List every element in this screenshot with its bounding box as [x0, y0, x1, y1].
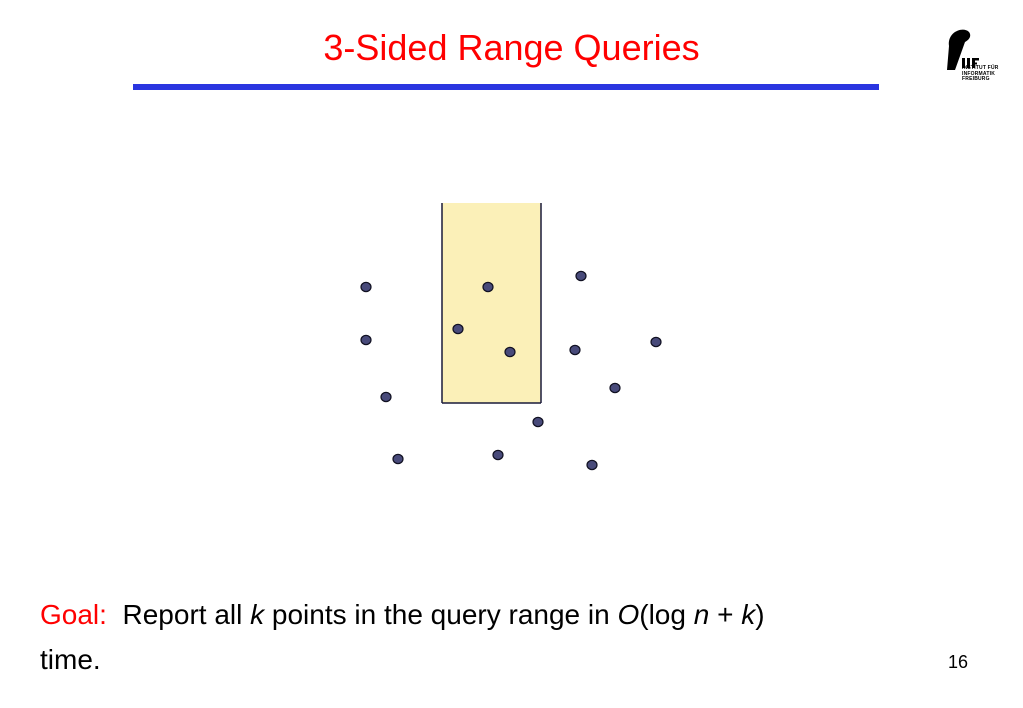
goal-text-1: Report all — [122, 599, 251, 630]
page-number: 16 — [947, 652, 968, 672]
point — [504, 346, 516, 358]
goal-text-5: ) — [755, 599, 765, 630]
logo-caption: INSTITUT FÜR INFORMATIK FREIBURG — [962, 65, 999, 82]
query-range-fill — [442, 203, 541, 403]
point — [609, 382, 621, 394]
point — [575, 270, 587, 282]
query-range — [441, 203, 542, 404]
title-underline — [133, 84, 879, 90]
iif-logo — [947, 29, 979, 70]
goal-text-2: points in the query range in — [264, 599, 618, 630]
goal-label: Goal: — [40, 599, 107, 630]
point — [360, 281, 372, 293]
slide-title: 3-Sided Range Queries — [323, 27, 700, 68]
points — [360, 270, 662, 471]
goal-var-k: k — [250, 599, 265, 630]
goal-text-3: (log — [639, 599, 694, 630]
goal-text-6: time. — [40, 644, 101, 675]
goal-var-k2: k — [741, 599, 756, 630]
point — [380, 391, 392, 403]
point — [569, 344, 581, 356]
point — [482, 281, 494, 293]
goal-var-n: n — [693, 599, 710, 630]
goal-statement: Goal: Report all k points in the query r… — [40, 592, 980, 682]
goal-big-o: O — [617, 599, 640, 630]
point — [650, 336, 662, 348]
point — [492, 449, 504, 461]
goal-text-4: + — [709, 599, 742, 630]
point — [586, 459, 598, 471]
point — [532, 416, 544, 428]
point — [452, 323, 464, 335]
point — [392, 453, 404, 465]
point — [360, 334, 372, 346]
